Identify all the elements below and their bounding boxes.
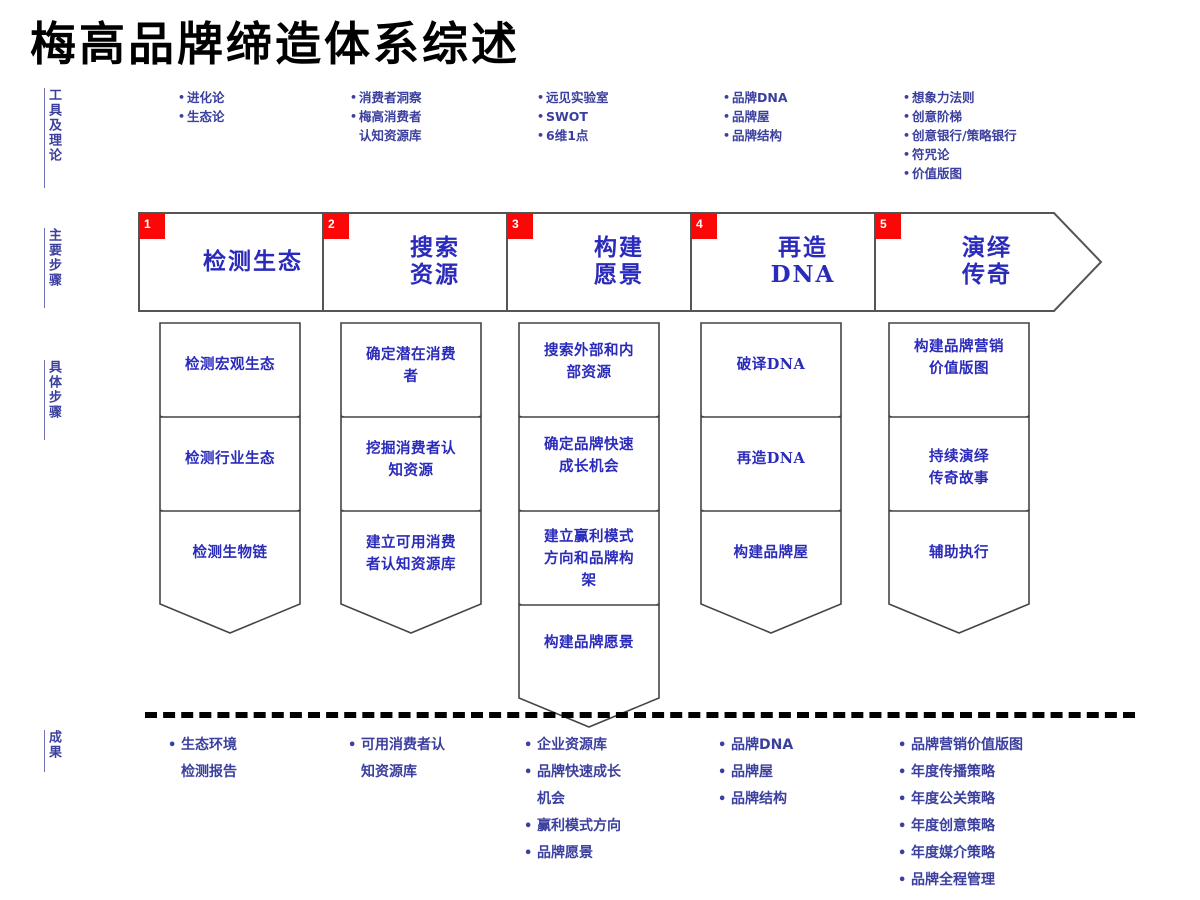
outcome-column-2: 可用消费者认 知资源库 — [348, 732, 513, 786]
detail-cell[interactable]: 破译DNA — [700, 322, 842, 446]
outcome-item: 可用消费者认 知资源库 — [348, 732, 513, 786]
detail-column-4: 破译DNA 再造DNA 构建品牌屋 — [700, 322, 842, 634]
tools-item: 创意阶梯 — [903, 107, 1123, 126]
tools-item: 品牌DNA — [723, 88, 883, 107]
detail-cell-label: 持续演绎 传奇故事 — [929, 448, 989, 487]
detail-cell[interactable]: 构建品牌营销 价值版图 — [888, 322, 1030, 446]
detail-cell[interactable]: 构建品牌愿景 — [518, 604, 660, 728]
tools-item: 价值版图 — [903, 164, 1123, 183]
detail-cell[interactable]: 再造DNA — [700, 416, 842, 540]
detail-cell-label: 构建品牌愿景 — [544, 634, 634, 651]
detail-cell[interactable]: 挖掘消费者认 知资源 — [340, 416, 482, 540]
detail-column-2: 确定潜在消费 者 挖掘消费者认 知资源 建立可用消费 者认知资源库 — [340, 322, 482, 634]
tools-item: 进化论 — [178, 88, 328, 107]
tools-column-1: 进化论 生态论 — [178, 88, 328, 126]
tools-item: 6维1点 — [537, 126, 697, 145]
main-step-badge-5: 5 — [875, 213, 901, 239]
outcome-item: 年度传播策略 — [898, 759, 1128, 786]
detail-cell[interactable]: 构建品牌屋 — [700, 510, 842, 634]
tools-item: 梅高消费者 认知资源库 — [350, 107, 510, 145]
detail-cell[interactable]: 检测宏观生态 — [159, 322, 301, 446]
detail-cell-label: 破译DNA — [736, 356, 806, 373]
detail-cell-label: 检测宏观生态 — [185, 356, 275, 373]
detail-cell-label: 再造DNA — [736, 450, 806, 467]
detail-column-5: 构建品牌营销 价值版图 持续演绎 传奇故事 辅助执行 — [888, 322, 1030, 634]
detail-cell-label: 搜索外部和内 部资源 — [544, 342, 634, 381]
tools-item: 想象力法则 — [903, 88, 1123, 107]
outcome-item: 品牌DNA — [718, 732, 883, 759]
detail-cell-label: 确定品牌快速 成长机会 — [544, 436, 634, 475]
outcome-item: 年度公关策略 — [898, 786, 1128, 813]
main-steps-band: 1 2 3 4 5 检测生态 搜索 资源 构建 愿景 再造 DNA 演绎 传奇 — [138, 212, 1103, 312]
tools-item: 品牌结构 — [723, 126, 883, 145]
detail-cell-label: 建立赢利模式 方向和品牌构 架 — [544, 528, 634, 589]
detail-cell[interactable]: 建立可用消费 者认知资源库 — [340, 510, 482, 634]
tools-item: 远见实验室 — [537, 88, 697, 107]
detail-cell-label: 构建品牌营销 价值版图 — [914, 338, 1004, 377]
tools-item: 生态论 — [178, 107, 328, 126]
main-step-badge-4: 4 — [691, 213, 717, 239]
outcome-item: 生态环境 检测报告 — [168, 732, 333, 786]
tools-item: 符咒论 — [903, 145, 1123, 164]
tools-column-3: 远见实验室 SWOT 6维1点 — [537, 88, 697, 145]
detail-cell-label: 检测生物链 — [192, 544, 268, 561]
main-step-label-5[interactable]: 演绎 传奇 — [962, 234, 1012, 288]
outcome-divider — [145, 712, 1135, 718]
outcome-item: 品牌营销价值版图 — [898, 732, 1128, 759]
outcome-item: 品牌愿景 — [524, 840, 694, 867]
detail-cell-label: 确定潜在消费 者 — [366, 346, 456, 385]
outcome-item: 品牌屋 — [718, 759, 883, 786]
detail-cell-label: 检测行业生态 — [185, 450, 275, 467]
detail-cell[interactable]: 确定品牌快速 成长机会 — [518, 416, 660, 540]
detail-cell-label: 挖掘消费者认 知资源 — [366, 440, 456, 479]
outcome-item: 年度创意策略 — [898, 813, 1128, 840]
detail-cell[interactable]: 辅助执行 — [888, 510, 1030, 634]
row-label-detail-steps: 具体步骤 — [44, 360, 61, 440]
row-label-main-steps: 主要步骤 — [44, 228, 61, 308]
tools-column-5: 想象力法则 创意阶梯 创意银行/策略银行 符咒论 价值版图 — [903, 88, 1123, 183]
detail-column-3: 搜索外部和内 部资源 确定品牌快速 成长机会 建立赢利模式 方向和品牌构 架 构… — [518, 322, 660, 728]
tools-item: 消费者洞察 — [350, 88, 510, 107]
row-label-tools-and-theory: 工具及理论 — [44, 88, 61, 188]
tools-item: 创意银行/策略银行 — [903, 126, 1123, 145]
detail-cell[interactable]: 搜索外部和内 部资源 — [518, 322, 660, 446]
row-label-outcomes: 成果 — [44, 730, 61, 772]
detail-column-1: 检测宏观生态 检测行业生态 检测生物链 — [159, 322, 301, 634]
outcome-item: 年度媒介策略 — [898, 840, 1128, 867]
main-step-label-1[interactable]: 检测生态 — [203, 248, 303, 275]
main-step-label-3[interactable]: 构建 愿景 — [594, 234, 644, 288]
main-step-label-4[interactable]: 再造 DNA — [770, 234, 836, 288]
outcome-item: 品牌结构 — [718, 786, 883, 813]
detail-cell-label: 构建品牌屋 — [733, 544, 809, 561]
detail-cell[interactable]: 持续演绎 传奇故事 — [888, 416, 1030, 540]
detail-cell-label: 辅助执行 — [929, 544, 989, 561]
main-step-shape-5 — [874, 212, 1103, 312]
detail-cell[interactable]: 检测行业生态 — [159, 416, 301, 540]
outcome-item: 品牌全程管理 — [898, 867, 1128, 894]
detail-cell-label: 建立可用消费 者认知资源库 — [366, 534, 456, 573]
detail-cell[interactable]: 检测生物链 — [159, 510, 301, 634]
outcome-column-4: 品牌DNA 品牌屋 品牌结构 — [718, 732, 883, 813]
outcome-item: 赢利模式方向 — [524, 813, 694, 840]
tools-item: 品牌屋 — [723, 107, 883, 126]
main-step-label-2[interactable]: 搜索 资源 — [410, 234, 460, 288]
tools-column-4: 品牌DNA 品牌屋 品牌结构 — [723, 88, 883, 145]
tools-item: SWOT — [537, 107, 697, 126]
outcome-column-3: 企业资源库 品牌快速成长 机会 赢利模式方向 品牌愿景 — [524, 732, 694, 867]
main-step-badge-1: 1 — [139, 213, 165, 239]
main-step-badge-3: 3 — [507, 213, 533, 239]
outcome-item: 品牌快速成长 机会 — [524, 759, 694, 813]
outcome-item: 企业资源库 — [524, 732, 694, 759]
main-step-badge-2: 2 — [323, 213, 349, 239]
detail-cell[interactable]: 建立赢利模式 方向和品牌构 架 — [518, 510, 660, 634]
outcome-column-1: 生态环境 检测报告 — [168, 732, 333, 786]
page-title: 梅高品牌缔造体系综述 — [30, 17, 520, 71]
detail-cell[interactable]: 确定潜在消费 者 — [340, 322, 482, 446]
outcome-column-5: 品牌营销价值版图 年度传播策略 年度公关策略 年度创意策略 年度媒介策略 品牌全… — [898, 732, 1128, 894]
tools-column-2: 消费者洞察 梅高消费者 认知资源库 — [350, 88, 510, 145]
